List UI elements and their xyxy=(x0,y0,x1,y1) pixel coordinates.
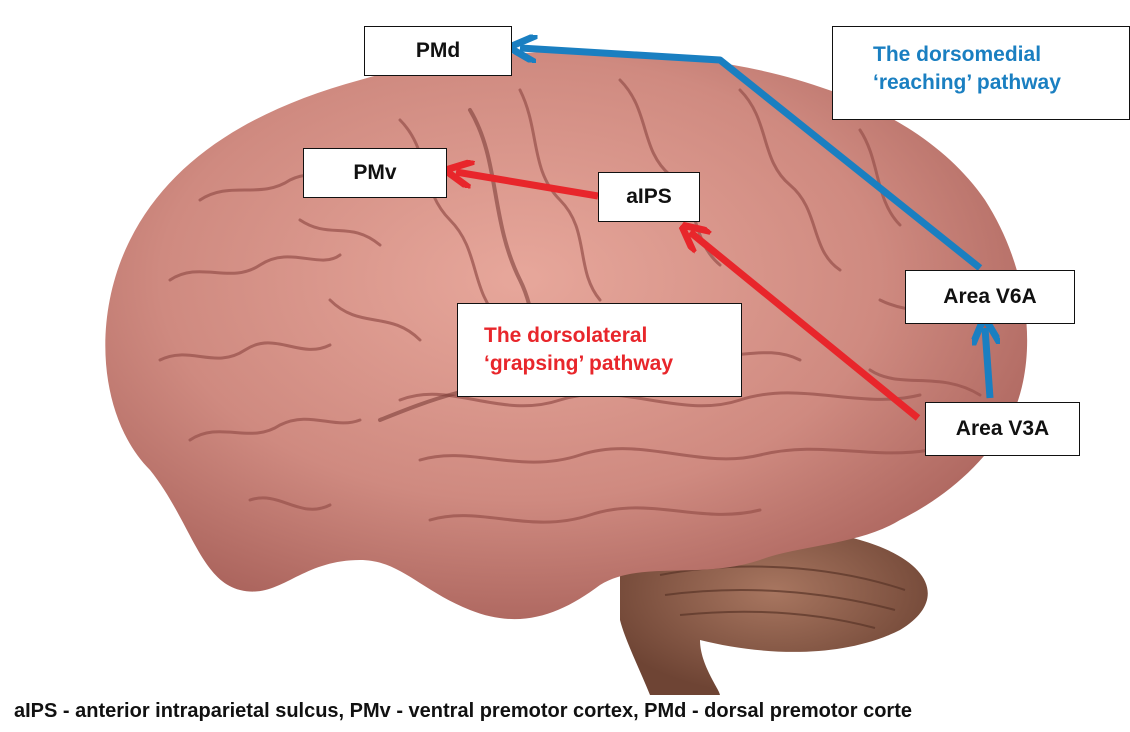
dorsolateral-line2: ‘grapsing’ pathway xyxy=(484,350,741,378)
dorsomedial-arrow-v3a-to-v6a xyxy=(985,328,990,398)
dorsolateral-pathway-label: The dorsolateral ‘grapsing’ pathway xyxy=(457,303,742,397)
dorsomedial-line1: The dorsomedial xyxy=(873,41,1129,69)
dorsomedial-pathway-label: The dorsomedial ‘reaching’ pathway xyxy=(832,26,1130,120)
label-area-v3a: Area V3A xyxy=(925,402,1080,456)
dorsomedial-line2: ‘reaching’ pathway xyxy=(873,69,1129,97)
label-pmv: PMv xyxy=(303,148,447,198)
label-aips: aIPS xyxy=(598,172,700,222)
abbreviation-caption: aIPS - anterior intraparietal sulcus, PM… xyxy=(14,700,1130,723)
label-pmd: PMd xyxy=(364,26,512,76)
label-area-v6a: Area V6A xyxy=(905,270,1075,324)
dorsolateral-line1: The dorsolateral xyxy=(484,322,741,350)
